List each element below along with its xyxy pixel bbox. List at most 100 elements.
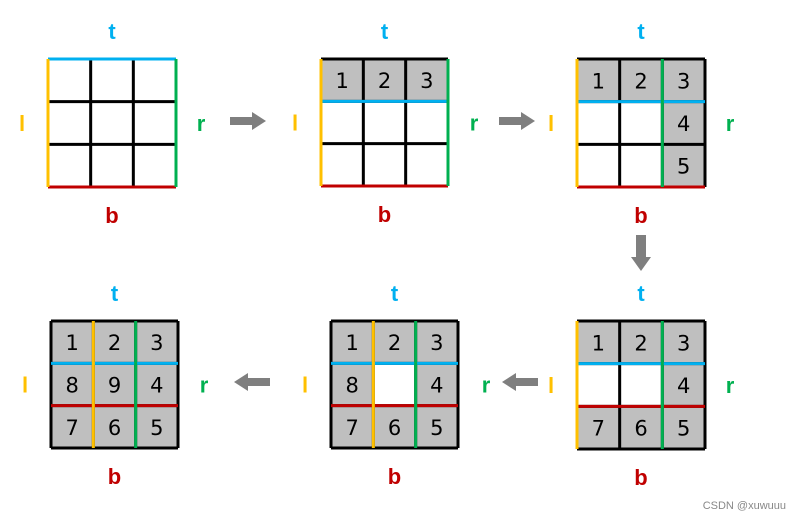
matrix-cell: [133, 59, 176, 102]
cell-value: 1: [592, 69, 605, 93]
matrix-cell: [135, 405, 178, 448]
matrix-cell: [51, 321, 94, 364]
top-label: t: [391, 281, 399, 306]
matrix-cell: [135, 321, 178, 364]
cell-value: 7: [345, 416, 358, 440]
matrix-cell: [662, 101, 705, 145]
bottom-label: b: [388, 464, 401, 489]
arrow-left-icon: [502, 373, 538, 391]
cell-value: 2: [108, 331, 121, 355]
cell-value: 8: [65, 374, 78, 398]
matrix-cell: [619, 363, 663, 407]
cell-value: 5: [677, 417, 690, 441]
cell-value: 1: [592, 331, 605, 355]
left-label: l: [292, 111, 298, 136]
cell-value: 4: [150, 374, 163, 398]
cell-value: 8: [345, 374, 358, 398]
matrix-step-2: 1 2 3 t b l r: [292, 19, 479, 227]
matrix-cell: [90, 101, 134, 145]
right-label: r: [726, 111, 735, 136]
matrix-cell: [321, 101, 364, 144]
matrix-cell: [363, 143, 406, 186]
bottom-label: b: [634, 203, 647, 228]
bottom-label: b: [105, 203, 118, 228]
matrix-step-5: 1 2 3 8 4 7 6 5 t b l r: [302, 281, 491, 489]
left-label: l: [548, 111, 554, 136]
matrix-cell: [577, 101, 620, 145]
matrix-cell: [405, 59, 448, 102]
matrix-cell: [321, 143, 364, 186]
matrix-cell: [48, 59, 91, 102]
matrix-cell: [93, 321, 136, 364]
matrix-cell: [363, 59, 406, 102]
matrix-cell: [331, 321, 374, 364]
matrix-cell: [619, 144, 663, 187]
matrix-cell: [577, 59, 620, 102]
matrix-cell: [135, 363, 178, 406]
matrix-cell: [577, 144, 620, 187]
matrix-cell: [619, 101, 663, 145]
cell-value: 4: [677, 374, 690, 398]
cell-value: 2: [378, 69, 391, 93]
left-label: l: [22, 373, 28, 398]
watermark-text: CSDN @xuwuuu: [703, 500, 786, 512]
matrix-cell: [363, 101, 406, 144]
right-label: r: [197, 111, 206, 136]
cell-value: 2: [634, 331, 647, 355]
matrix-cell: [662, 59, 705, 102]
cell-value: 4: [430, 374, 443, 398]
cell-value: 5: [430, 416, 443, 440]
bottom-label: b: [634, 465, 647, 490]
right-label: r: [470, 111, 479, 136]
matrix-cell: [577, 321, 620, 364]
matrix-cell: [415, 363, 458, 406]
matrix-cell: [415, 321, 458, 364]
matrix-cell: [373, 405, 416, 448]
cell-value: 2: [634, 69, 647, 93]
matrix-cell: [93, 363, 136, 406]
matrix-cell: [133, 101, 176, 145]
matrix-cell: [619, 406, 663, 449]
top-label: t: [111, 281, 119, 306]
right-label: r: [200, 373, 209, 398]
top-label: t: [381, 19, 389, 44]
cell-value: 4: [677, 112, 690, 136]
top-label: t: [637, 19, 645, 44]
cell-value: 1: [335, 69, 348, 93]
matrix-cell: [51, 363, 94, 406]
cell-value: 7: [592, 417, 605, 441]
right-label: r: [726, 373, 735, 398]
matrix-cell: [331, 405, 374, 448]
matrix-cell: [619, 321, 663, 364]
cell-value: 6: [108, 416, 121, 440]
matrix-cell: [577, 363, 620, 407]
matrix-cell: [662, 144, 705, 187]
cell-value: 1: [345, 331, 358, 355]
matrix-cell: [619, 59, 663, 102]
cell-value: 5: [150, 416, 163, 440]
cell-value: 3: [677, 69, 690, 93]
top-label: t: [108, 19, 116, 44]
left-label: l: [302, 373, 308, 398]
cell-value: 3: [420, 69, 433, 93]
right-label: r: [482, 373, 491, 398]
matrix-cell: [577, 406, 620, 449]
matrix-cell: [405, 143, 448, 186]
arrow-right-icon: [230, 112, 266, 130]
matrix-cell: [48, 144, 91, 187]
matrix-cell: [662, 406, 705, 449]
matrix-cell: [415, 405, 458, 448]
cell-value: 3: [430, 331, 443, 355]
bottom-label: b: [108, 464, 121, 489]
matrix-cell: [93, 405, 136, 448]
cell-value: 2: [388, 331, 401, 355]
matrix-cell: [48, 101, 91, 145]
bottom-label: b: [378, 202, 391, 227]
top-label: t: [637, 281, 645, 306]
cell-value: 6: [388, 416, 401, 440]
matrix-cell: [51, 405, 94, 448]
